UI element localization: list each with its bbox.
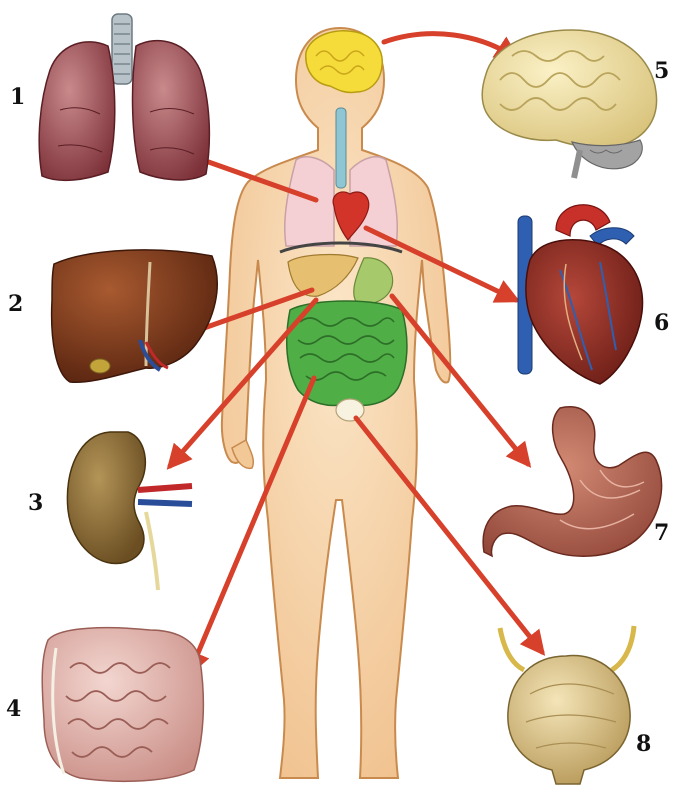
arrow-to-brain [384,34,516,58]
stomach-illustration [483,407,661,556]
intestine-shape [42,628,203,782]
lungs-left-lobe [39,42,115,181]
label-6-heart: 6 [654,312,669,334]
body-trachea [336,108,346,188]
label-5-brain: 5 [654,60,669,82]
stomach-shape [483,407,661,556]
kidney-shape [67,432,145,564]
brain-shape [482,30,656,148]
human-body [222,28,450,778]
heart-shape [526,240,643,384]
brain-illustration [482,30,656,178]
bladder-illustration [500,626,634,784]
label-4-intestine: 4 [6,698,21,720]
kidney-illustration [67,432,192,590]
body-bladder [336,399,364,421]
liver-shape [52,250,218,382]
liver-illustration [52,250,218,382]
lungs-right-lobe [133,41,210,180]
bladder-shape [508,656,630,784]
label-1-lungs: 1 [10,86,25,108]
heart-illustration [518,205,643,384]
label-7-stomach: 7 [654,522,669,544]
body-intestines [287,301,407,405]
label-3-kidney: 3 [28,492,43,514]
lungs-illustration [39,14,209,180]
label-2-liver: 2 [8,293,23,315]
label-8-bladder: 8 [636,733,651,755]
intestine-illustration [42,628,203,782]
